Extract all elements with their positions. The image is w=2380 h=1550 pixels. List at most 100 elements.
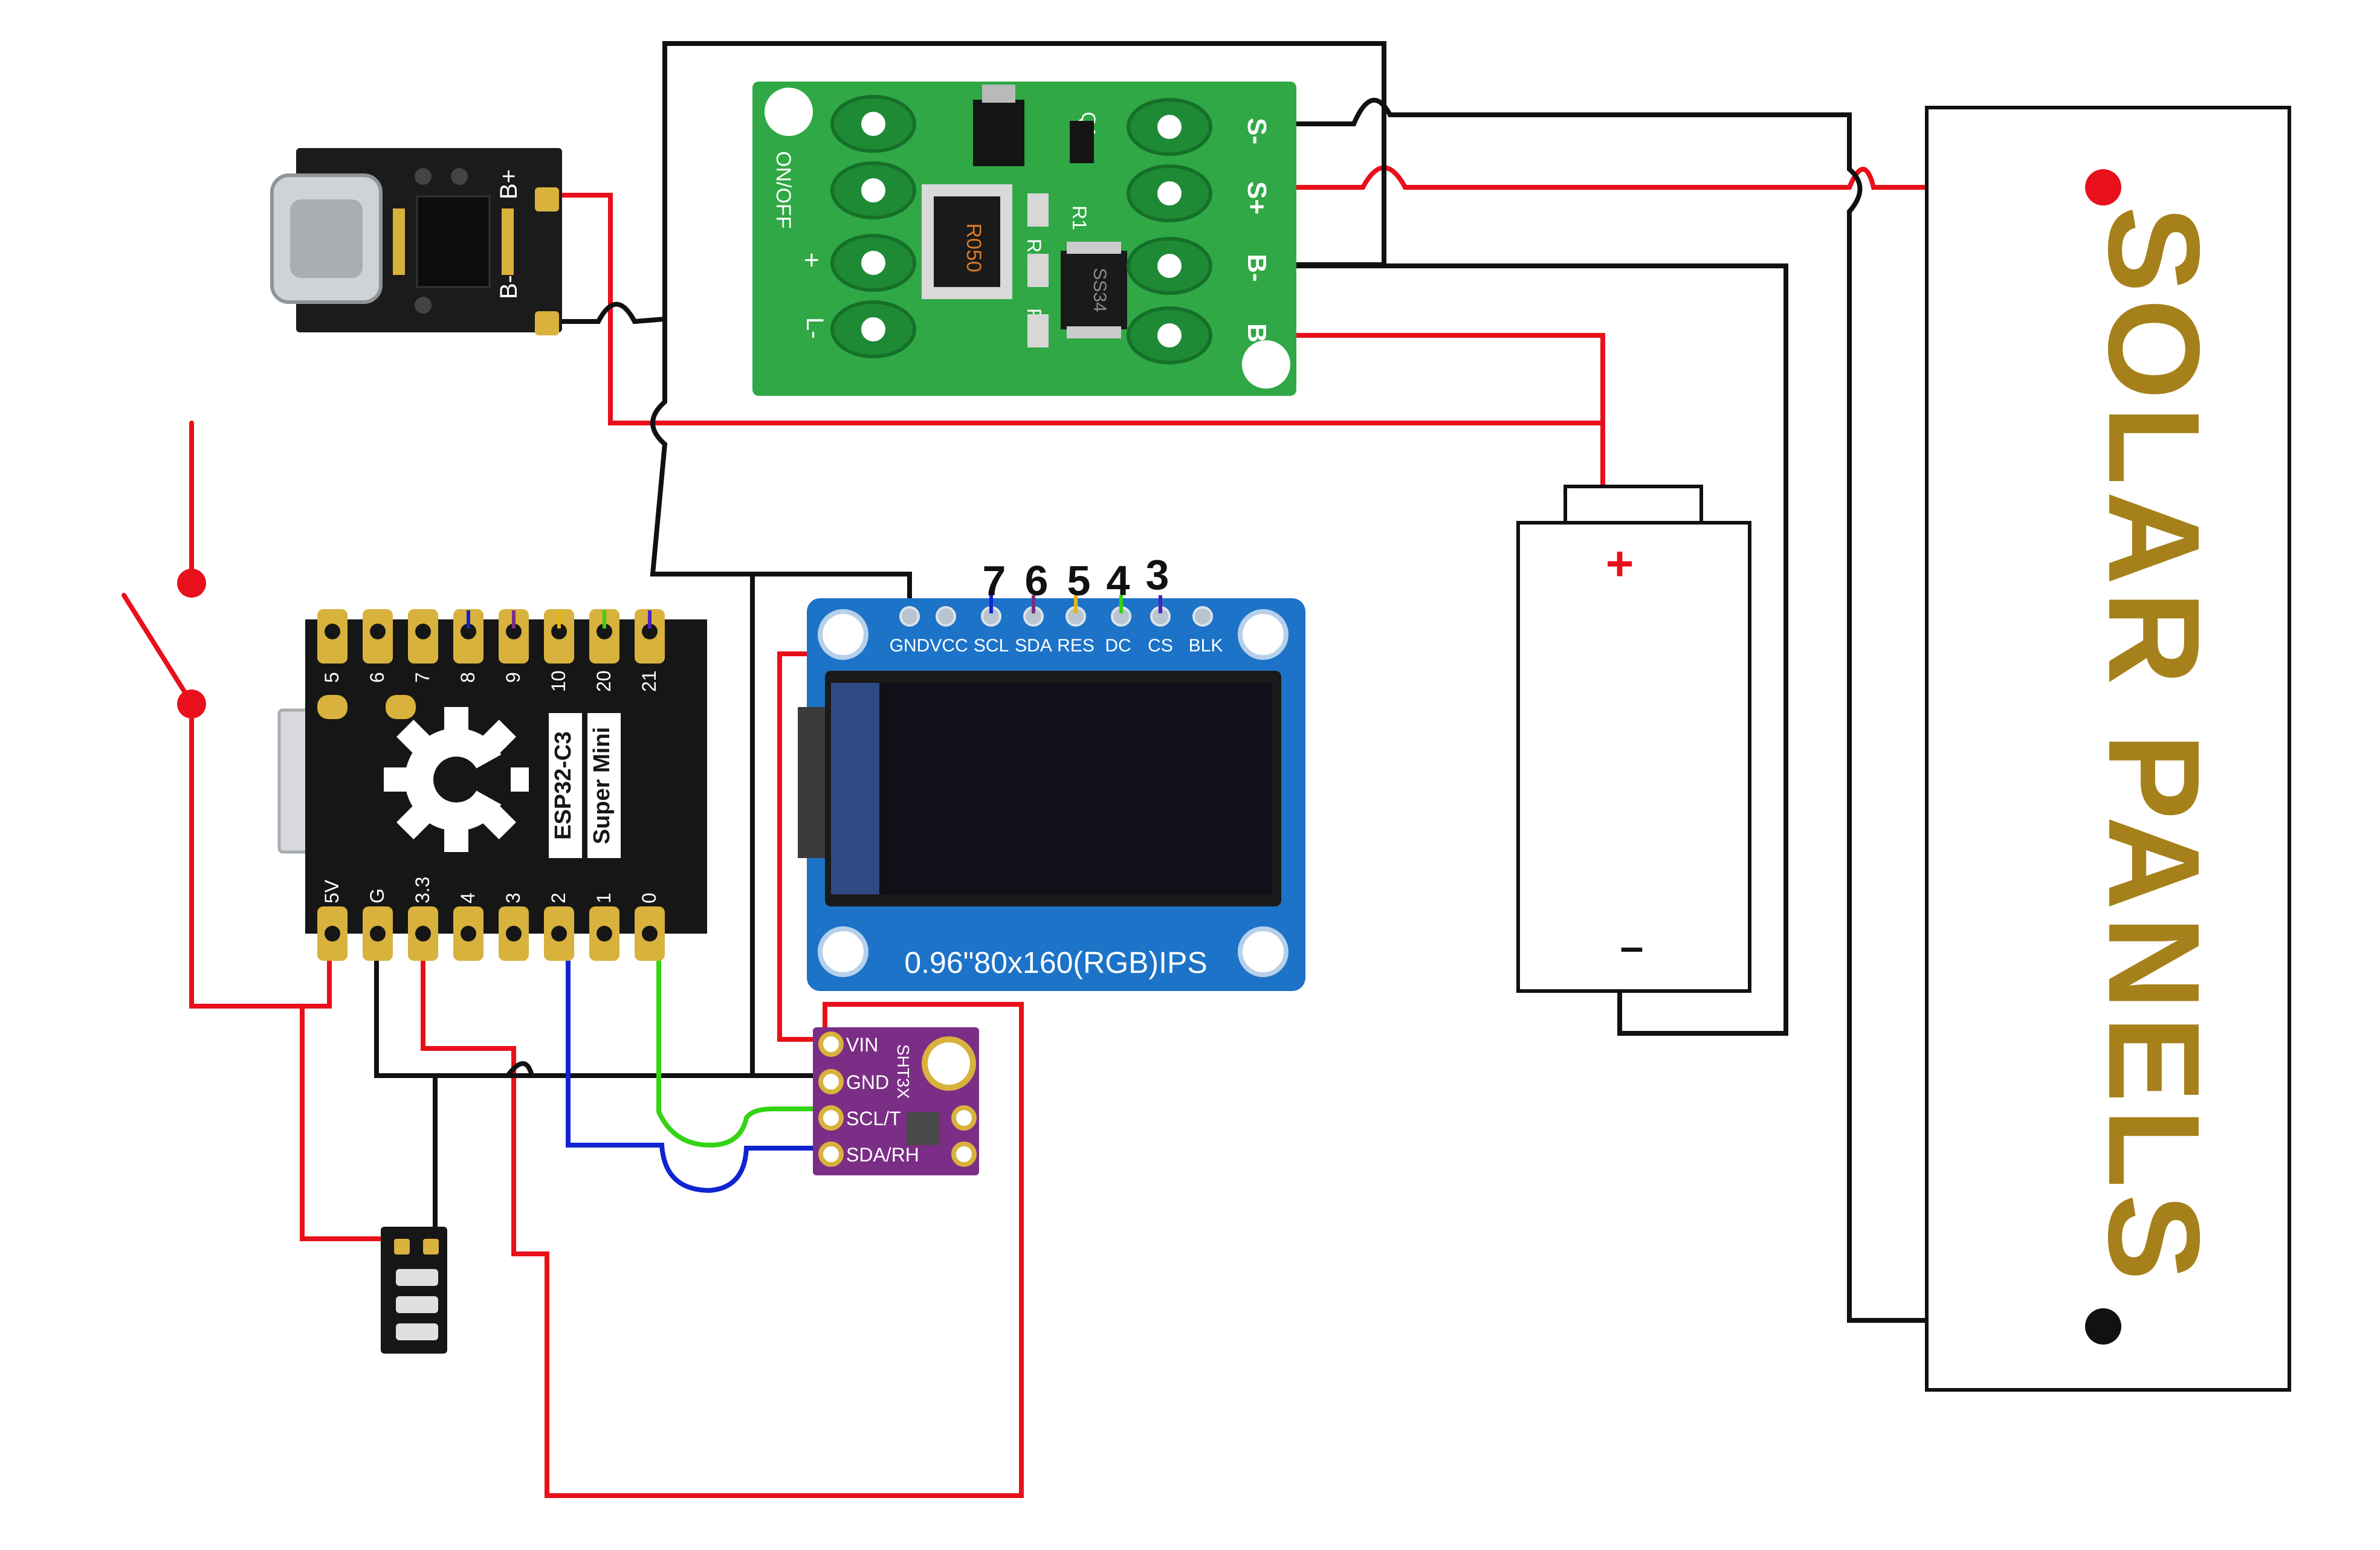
solar-terminal-plus bbox=[2085, 169, 2121, 205]
esp32-pin-label: 9 bbox=[502, 672, 524, 683]
tft-caption: 0.96"80x160(RGB)IPS bbox=[904, 946, 1207, 980]
esp32-pin-label: 4 bbox=[457, 893, 479, 903]
controller-diode-ss34 bbox=[1061, 251, 1127, 329]
battery-body bbox=[1516, 521, 1751, 993]
tft-pin-label: BLK bbox=[1189, 636, 1223, 656]
esp32-pin-label: G bbox=[366, 888, 388, 903]
charger-pad-bplus bbox=[535, 187, 559, 212]
wire-black-sminus-solar bbox=[1182, 97, 2087, 1323]
esp32-pin-label: 5V bbox=[321, 879, 343, 903]
esp32-pin-label: 10 bbox=[548, 670, 569, 692]
esp32-title: ESP32-C3 bbox=[551, 731, 576, 840]
esp32-top-pads bbox=[317, 609, 665, 664]
battery: + – bbox=[1516, 485, 1751, 993]
controller-label-plus: + bbox=[804, 245, 820, 275]
tft-pin-numbers: 7 6 5 4 3 bbox=[983, 551, 1169, 604]
switch-terminal-bottom bbox=[177, 689, 206, 718]
solar-terminal-minus bbox=[2085, 1308, 2121, 1345]
esp32-pin-label: 8 bbox=[457, 672, 479, 683]
wire-green-scl bbox=[656, 949, 827, 1148]
tft-pin-label: RES bbox=[1057, 636, 1095, 656]
tft-pin-label: SCL bbox=[974, 636, 1009, 656]
battery-plus: + bbox=[1606, 537, 1634, 590]
charger-ic bbox=[416, 195, 491, 288]
tft-pin-label: VCC bbox=[930, 636, 968, 656]
small-connector-module bbox=[381, 1227, 447, 1354]
wire-black-bminus-battery bbox=[1182, 263, 1788, 1036]
charger-module: B+ B- bbox=[270, 148, 562, 335]
wire-red-switch-5v bbox=[189, 702, 332, 1009]
charger-label-bminus: B- bbox=[496, 275, 522, 299]
sht3x-pin-label: VIN bbox=[846, 1034, 878, 1056]
tft-pin-number: 5 bbox=[1067, 557, 1091, 604]
esp32-top-labels: 5 6 7 8 9 10 20 21 bbox=[321, 670, 660, 692]
wire-black-charger-bminus bbox=[554, 302, 755, 576]
tft-display: 7 6 5 4 3 GND VCC SCL SDA RES DC CS BLK … bbox=[798, 551, 1305, 991]
wire-black-gnd-esp bbox=[374, 955, 827, 1078]
tft-pin-number: 6 bbox=[1025, 557, 1049, 604]
tft-pin-label: GND bbox=[890, 636, 930, 656]
solar-panel: SOLAR PANELS bbox=[1925, 106, 2291, 1392]
esp32-pin-label: 2 bbox=[548, 893, 569, 903]
esp32-pin-label: 20 bbox=[593, 670, 615, 692]
wire-red-splus-solar bbox=[1182, 165, 2087, 190]
switch-terminal-top bbox=[177, 569, 206, 598]
tft-pin-number: 7 bbox=[983, 557, 1006, 604]
controller-label-bplus: B+ bbox=[1242, 323, 1272, 358]
controller-r050-text: R050 bbox=[962, 223, 985, 272]
switch-lever bbox=[121, 593, 193, 703]
esp32-pin-label: 1 bbox=[593, 893, 615, 903]
wire-black-gnd-module bbox=[432, 1073, 438, 1241]
wire-blue-sda bbox=[566, 949, 827, 1193]
controller-ss34-text: SS34 bbox=[1090, 268, 1110, 312]
controller-r1-text: R1 bbox=[1069, 205, 1090, 230]
tft-pin-label: CS bbox=[1148, 636, 1173, 656]
controller-label-lminus: L- bbox=[801, 317, 828, 339]
tft-pin-label: DC bbox=[1105, 636, 1131, 656]
esp32-pin-label: 3.3 bbox=[412, 877, 433, 903]
tft-pin-labels: GND VCC SCL SDA RES DC CS BLK bbox=[890, 636, 1223, 656]
controller-label-bminus: B- bbox=[1242, 254, 1272, 282]
sht3x-chip-label: SHT3X bbox=[894, 1044, 913, 1099]
controller-mosfet bbox=[973, 100, 1024, 166]
charger-pad-bminus bbox=[535, 311, 559, 335]
esp32-board: 5 6 7 8 9 10 20 21 ESP32-C3 S bbox=[277, 609, 707, 961]
esp32-pin-label: 3 bbox=[502, 893, 524, 903]
tft-pin-label: SDA bbox=[1015, 636, 1052, 656]
esp32-bottom-pads bbox=[317, 906, 665, 961]
sht3x-pin-label: GND bbox=[846, 1071, 889, 1093]
solar-panel-frame bbox=[1925, 106, 2291, 1392]
sht3x-chip bbox=[907, 1112, 940, 1145]
esp32-subtitle: Super Mini bbox=[589, 727, 615, 844]
esp32-pin-label: 21 bbox=[638, 670, 660, 692]
controller-left-pads bbox=[830, 95, 916, 358]
controller-onoff: ON/OFF bbox=[772, 151, 795, 228]
battery-cap bbox=[1563, 485, 1703, 525]
controller-right-pads bbox=[1127, 98, 1212, 364]
wire-black-hop bbox=[505, 1061, 534, 1078]
tft-pin-number: 3 bbox=[1146, 551, 1169, 598]
sht3x-sensor: SHT3X VIN GND SCL/T SDA/RH bbox=[813, 1027, 979, 1175]
esp32-pin-label: 5 bbox=[321, 672, 343, 683]
sht3x-pin-label: SCL/T bbox=[846, 1108, 901, 1129]
tft-screen bbox=[879, 683, 1272, 894]
sht3x-pin-label: SDA/RH bbox=[846, 1144, 919, 1166]
esp32-pin-label: 6 bbox=[366, 672, 388, 683]
controller-label-splus: S+ bbox=[1242, 181, 1272, 215]
tft-pin-holes bbox=[899, 606, 1213, 627]
esp32-pin-label: 7 bbox=[412, 672, 433, 683]
battery-minus: – bbox=[1620, 923, 1644, 970]
solar-panel-label: SOLAR PANELS bbox=[2081, 206, 2227, 1287]
controller-label-sminus: S- bbox=[1242, 118, 1272, 144]
esp32-pin-label: 0 bbox=[638, 893, 660, 903]
wires bbox=[121, 41, 2087, 1498]
wire-red-bplus-battery bbox=[1182, 333, 1605, 489]
wire-red-5v-module bbox=[300, 1004, 395, 1241]
tft-flex-cable bbox=[798, 707, 825, 858]
charger-label-bplus: B+ bbox=[496, 169, 522, 199]
solar-controller: ON/OFF + L- R050 SS34 R1 R2 R3 Q1 bbox=[752, 82, 1296, 396]
tft-pin-number: 4 bbox=[1107, 557, 1130, 604]
esp32-bottom-labels: 5V G 3.3 4 3 2 1 0 bbox=[321, 877, 660, 903]
